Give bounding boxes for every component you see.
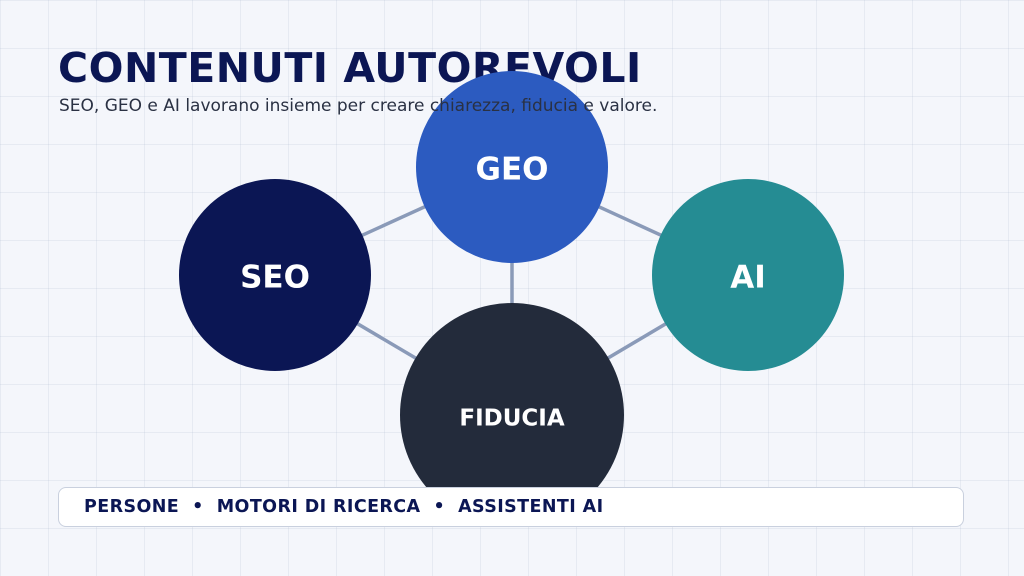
node-seo-circle [179, 179, 371, 371]
node-geo-circle [416, 71, 608, 263]
slide-subtitle: SEO, GEO e AI lavorano insieme per crear… [59, 96, 658, 116]
node-geo: GEO [416, 71, 608, 263]
footer-item-assistenti-ai: ASSISTENTI AI [458, 497, 604, 517]
footer-item-motori-di-ricerca: MOTORI DI RICERCA [216, 497, 421, 517]
footer-bar: PERSONE • MOTORI DI RICERCA • ASSISTENTI… [58, 487, 964, 527]
footer-separator: • [433, 497, 446, 517]
footer-item-persone: PERSONE [84, 497, 180, 517]
node-ai-circle [652, 179, 844, 371]
node-seo-label: SEO [240, 260, 310, 296]
node-ai-label: AI [730, 260, 766, 296]
node-ai: AI [652, 179, 844, 371]
node-seo: SEO [179, 179, 371, 371]
node-geo-label: GEO [476, 152, 549, 188]
node-fiducia-label: FIDUCIA [459, 406, 564, 432]
node-fiducia: FIDUCIA [400, 303, 624, 527]
footer-separator: • [192, 497, 204, 517]
node-fiducia-circle [400, 303, 624, 527]
